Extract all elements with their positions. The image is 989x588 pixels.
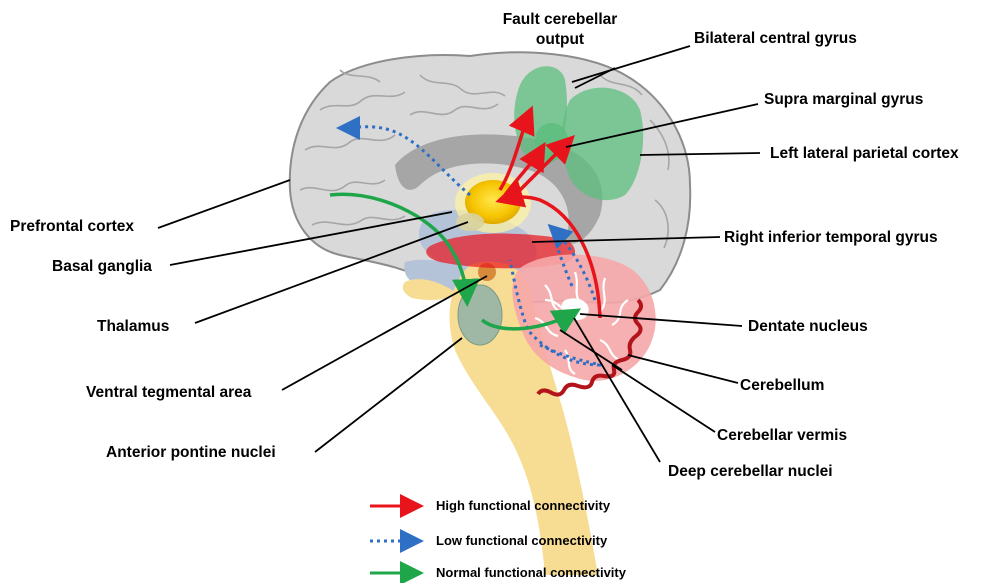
legend-high-label: High functional connectivity <box>436 498 610 513</box>
legend-swatches <box>370 506 418 573</box>
left-lateral-parietal-region <box>562 88 643 200</box>
label-cerebellum: Cerebellum <box>740 377 824 395</box>
label-fault-cerebellar-output: Fault cerebellar output <box>495 10 625 50</box>
anterior-pontine-nuclei-shape <box>458 285 502 345</box>
label-prefrontal-cortex: Prefrontal cortex <box>10 218 134 236</box>
thalamus-shape <box>456 213 484 231</box>
legend-low-label: Low functional connectivity <box>436 533 607 548</box>
label-dentate-nucleus: Dentate nucleus <box>748 318 868 336</box>
label-cerebellar-vermis: Cerebellar vermis <box>717 427 847 445</box>
label-thalamus: Thalamus <box>97 318 169 336</box>
legend-normal-label: Normal functional connectivity <box>436 565 626 580</box>
label-deep-cerebellar-nuclei: Deep cerebellar nuclei <box>668 463 833 481</box>
label-supra-marginal-gyrus: Supra marginal gyrus <box>764 91 923 109</box>
label-bilateral-central-gyrus: Bilateral central gyrus <box>694 30 857 48</box>
label-basal-ganglia: Basal ganglia <box>52 258 152 276</box>
label-right-inferior-temporal-gyrus: Right inferior temporal gyrus <box>724 229 938 247</box>
label-left-lateral-parietal-cortex: Left lateral parietal cortex <box>770 145 959 163</box>
label-ventral-tegmental-area: Ventral tegmental area <box>86 384 251 402</box>
label-anterior-pontine-nuclei: Anterior pontine nuclei <box>106 444 276 462</box>
